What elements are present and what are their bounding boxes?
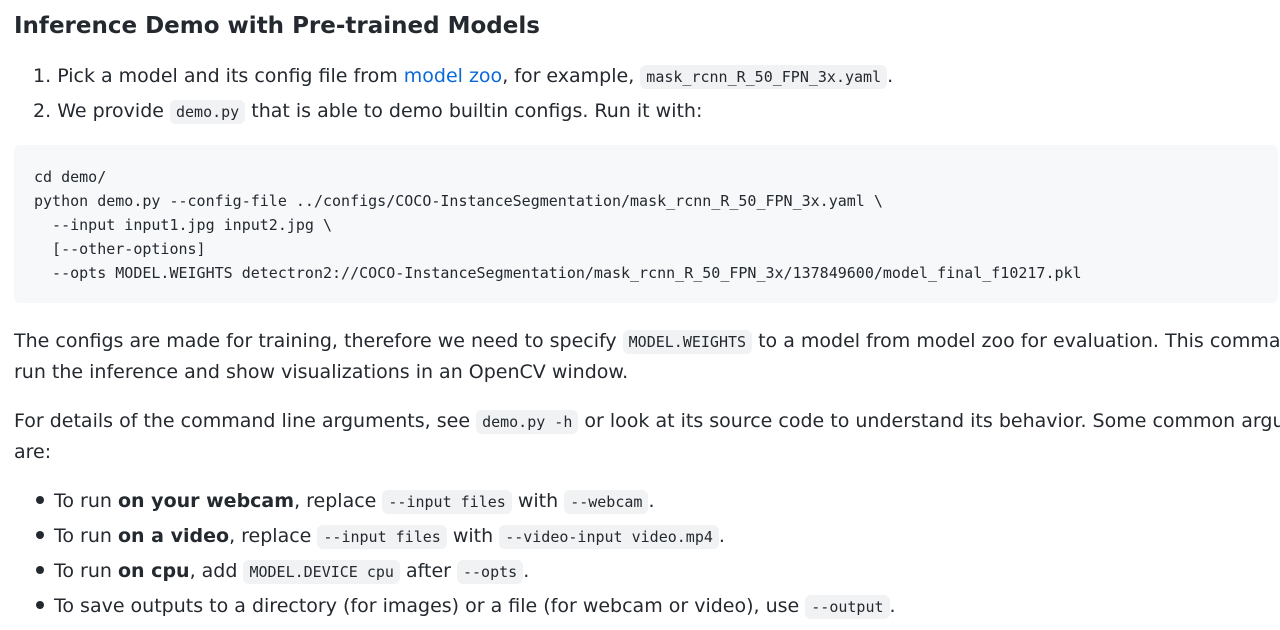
paragraph-line: are: [14,441,52,463]
paragraph-text: or look at its source code to understand… [578,410,1280,432]
step-text: that is able to demo builtin configs. Ru… [245,100,703,122]
list-text: , add [189,560,244,582]
paragraph-line: The configs are made for training, there… [14,326,1280,357]
list-item-cpu: To run on cpu, add MODEL.DEVICE cpu afte… [14,556,529,586]
code-line: --opts MODEL.WEIGHTS detectron2://COCO-I… [34,264,1082,282]
step-text: . [887,65,894,87]
step-number: 1. [33,65,52,87]
paragraph-text: For details of the command line argument… [14,410,477,432]
inline-code: demo.py [169,100,246,124]
list-text: with [446,525,500,547]
step-number: 2. [33,100,52,122]
list-text: To save outputs to a directory (for imag… [54,595,806,617]
paragraph-text: to a model from model zoo for evaluation… [758,330,1280,352]
list-text: . [718,525,725,547]
code-line: --input input1.jpg input2.jpg \ [34,216,333,234]
list-text: with [511,490,565,512]
paragraph-text: The configs are made for training, there… [14,330,623,352]
list-text: after [399,560,457,582]
inline-code: --input files [382,490,512,514]
code-line: cd demo/ [34,168,107,186]
list-item-video: To run on a video, replace --input files… [14,521,725,551]
list-item-webcam: To run on your webcam, replace --input f… [14,486,654,516]
section-heading: Inference Demo with Pre-trained Models [14,13,540,39]
list-emphasis: on your webcam [117,490,295,512]
step-text: Pick a model and its config file from [57,65,404,87]
list-text: . [523,560,530,582]
step-text: , for example, [502,65,641,87]
step-text: We provide [57,100,170,122]
paragraph-arguments: For details of the command line argument… [14,406,1280,467]
bullet-icon [36,495,44,504]
inline-code: MODEL.WEIGHTS [622,330,753,354]
list-text: To run [54,525,118,547]
inline-code: mask_rcnn_R_50_FPN_3x.yaml [640,65,888,89]
list-text: To run [54,560,118,582]
bullet-icon [36,600,44,609]
list-emphasis: on a video [117,525,230,547]
step-item-2: 2. We provide demo.py that is able to de… [14,96,702,126]
list-text: , replace [229,525,318,547]
code-line: [--other-options] [34,240,206,258]
bullet-icon [36,530,44,539]
model-zoo-link[interactable]: model zoo [403,65,503,87]
code-line: python demo.py --config-file ../configs/… [34,192,883,210]
bullet-icon [36,565,44,574]
inline-code: demo.py -h [476,410,579,434]
inline-code: --output [805,595,890,619]
inline-code: --input files [317,525,447,549]
inline-code: --webcam [564,490,649,514]
inline-code: MODEL.DEVICE cpu [243,560,400,584]
list-text: , replace [294,490,383,512]
list-text: . [648,490,655,512]
list-text: To run [54,490,118,512]
paragraph-line: run the inference and show visualization… [14,361,629,383]
inline-code: --video-input video.mp4 [499,525,719,549]
code-block[interactable]: cd demo/ python demo.py --config-file ..… [14,145,1278,303]
paragraph-line: For details of the command line argument… [14,406,1280,437]
inline-code: --opts [457,560,524,584]
paragraph-configs: The configs are made for training, there… [14,326,1280,387]
list-item-output: To save outputs to a directory (for imag… [14,591,896,621]
step-item-1: 1. Pick a model and its config file from… [14,61,893,91]
list-text: . [889,595,896,617]
list-emphasis: on cpu [117,560,190,582]
